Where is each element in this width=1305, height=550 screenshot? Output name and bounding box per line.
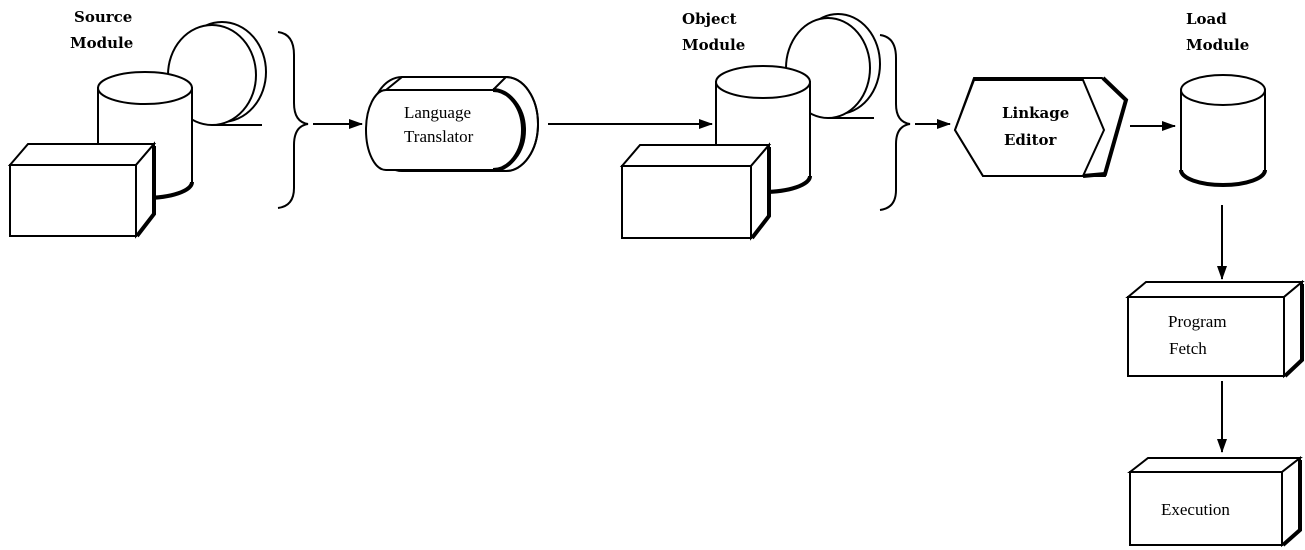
source-module-group: Source Module — [7, 8, 267, 239]
program-fetch-label-line1: Program — [1168, 312, 1227, 331]
load-module-label-line2: Module — [1186, 36, 1249, 54]
load-disk-icon — [1179, 74, 1267, 187]
program-fetch: Program Fetch — [1125, 279, 1305, 379]
linkage-editor: Linkage Editor — [953, 76, 1129, 178]
object-brace — [879, 34, 911, 211]
program-fetch-label-line2: Fetch — [1169, 339, 1207, 358]
linkage-editor-label-line1: Linkage — [1002, 104, 1069, 122]
source-module-label-line2: Module — [70, 34, 133, 52]
object-card-block-icon — [619, 142, 772, 241]
object-module-group: Object Module — [619, 10, 881, 241]
object-module-label-line2: Module — [682, 36, 745, 54]
execution: Execution — [1127, 455, 1303, 548]
source-module-label-line1: Source — [74, 8, 132, 26]
language-translator-label-line1: Language — [404, 103, 471, 122]
language-translator-label-line2: Translator — [404, 127, 474, 146]
language-translator: Language Translator — [365, 76, 539, 173]
load-module-group: Load Module — [1179, 10, 1267, 187]
execution-label: Execution — [1161, 500, 1230, 519]
source-card-block-icon — [7, 141, 157, 239]
object-module-label-line1: Object — [682, 10, 737, 28]
load-module-label-line1: Load — [1186, 10, 1227, 28]
source-brace — [277, 31, 309, 209]
linkage-editor-label-line2: Editor — [1004, 131, 1058, 149]
